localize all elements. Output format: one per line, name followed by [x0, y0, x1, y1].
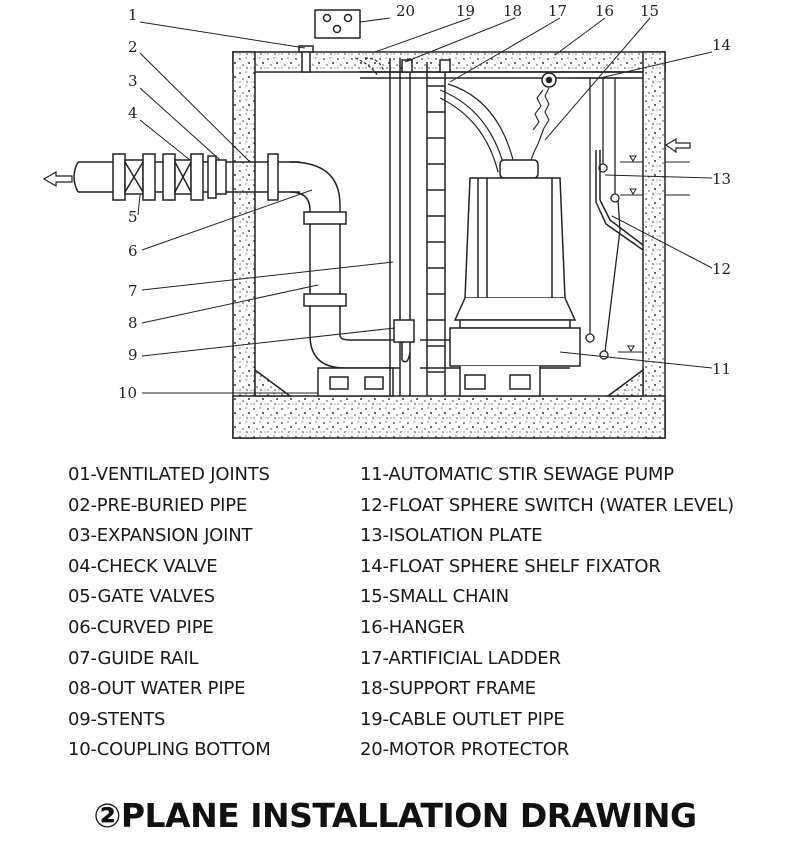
callout-9: 9: [128, 346, 138, 364]
pit-walls: [232, 51, 666, 439]
callout-1: 1: [128, 6, 138, 24]
callout-3: 3: [128, 72, 138, 90]
legend-item: 05-GATE VALVES: [68, 586, 215, 608]
legend-item: 16-HANGER: [360, 616, 465, 638]
guide-rail: [389, 58, 411, 396]
callout-13: 13: [712, 170, 731, 188]
pit-right-fillet: [605, 368, 644, 397]
legend-item: 17-ARTIFICIAL LADDER: [360, 647, 561, 669]
pump-cables: [439, 83, 516, 173]
pit-floor: [232, 395, 666, 439]
callout-7: 7: [128, 282, 138, 300]
stent: [393, 319, 415, 363]
expansion-joint: [207, 155, 217, 199]
legend-item: 15-SMALL CHAIN: [360, 586, 509, 608]
callout-14: 14: [712, 36, 731, 54]
motor-protector: [314, 9, 361, 39]
outlet-pipe: [73, 153, 300, 201]
legend-item: 06-CURVED PIPE: [68, 616, 214, 638]
hanger: [541, 72, 557, 88]
float-sphere-shelf: [575, 77, 621, 360]
callout-4: 4: [128, 104, 138, 122]
legend-item: 02-PRE-BURIED PIPE: [68, 494, 248, 516]
check-valve: [112, 153, 126, 201]
legend-item: 04-CHECK VALVE: [68, 555, 218, 577]
legend-item: 01-VENTILATED JOINTS: [68, 464, 270, 485]
legend-item: 10-COUPLING BOTTOM: [68, 739, 271, 761]
callout-15: 15: [640, 2, 659, 20]
cable-outlet-pipe: [354, 57, 386, 77]
flow-arrow-right: [664, 137, 691, 154]
legend-item: 09-STENTS: [68, 708, 166, 730]
callout-10: 10: [118, 384, 137, 402]
pipe-flange: [267, 153, 279, 201]
pit-right-wall: [642, 51, 666, 439]
legend-item: 08-OUT WATER PIPE: [68, 678, 246, 700]
callout-20: 20: [396, 2, 415, 20]
legend-item: 11-AUTOMATIC STIR SEWAGE PUMP: [360, 464, 674, 485]
callout-5: 5: [128, 208, 138, 226]
legend-item: 13-ISOLATION PLATE: [360, 525, 543, 547]
legend-item: 12-FLOAT SPHERE SWITCH (WATER LEVEL): [360, 494, 734, 516]
coupling-bottom: [317, 367, 394, 397]
callout-12: 12: [712, 260, 731, 278]
gate-valve: [162, 153, 176, 201]
legend-right-column: 11-AUTOMATIC STIR SEWAGE PUMP 12-FLOAT S…: [360, 460, 734, 766]
legend-item: 18-SUPPORT FRAME: [360, 678, 536, 700]
legend-item: 03-EXPANSION JOINT: [68, 525, 253, 547]
small-chain: [527, 87, 550, 167]
callout-17: 17: [548, 2, 567, 20]
drawing-title: ②PLANE INSTALLATION DRAWING: [93, 796, 697, 835]
isolation-plate: [595, 150, 644, 251]
legend-item: 07-GUIDE RAIL: [68, 647, 199, 669]
pit-left-wall: [232, 51, 256, 439]
legend-item: 19-CABLE OUTLET PIPE: [360, 708, 565, 730]
callout-8: 8: [128, 314, 138, 332]
callout-19: 19: [456, 2, 475, 20]
sewage-pump: [449, 159, 581, 397]
ventilated-joint: [298, 45, 314, 73]
legend-item: 20-MOTOR PROTECTOR: [360, 739, 570, 761]
callout-2: 2: [128, 38, 138, 56]
callout-numbers: 1 2 3 4 5 6 7 8 9 10 11 12 13 14 15 16 1…: [118, 2, 731, 402]
flow-arrow-left: [42, 170, 73, 188]
pit-left-fillet: [254, 368, 293, 397]
callout-16: 16: [595, 2, 614, 20]
water-level-marks: [618, 155, 690, 353]
legend-left-column: 01-VENTILATED JOINTS 02-PRE-BURIED PIPE …: [68, 460, 271, 766]
callout-11: 11: [712, 360, 731, 378]
callout-6: 6: [128, 242, 138, 260]
installation-drawing: 1 2 3 4 5 6 7 8 9 10 11 12 13 14 15 16 1…: [42, 2, 731, 439]
leader-lines: [137, 17, 713, 394]
legend-item: 14-FLOAT SPHERE SHELF FIXATOR: [360, 555, 661, 577]
artificial-ladder: [426, 62, 446, 396]
callout-18: 18: [503, 2, 522, 20]
